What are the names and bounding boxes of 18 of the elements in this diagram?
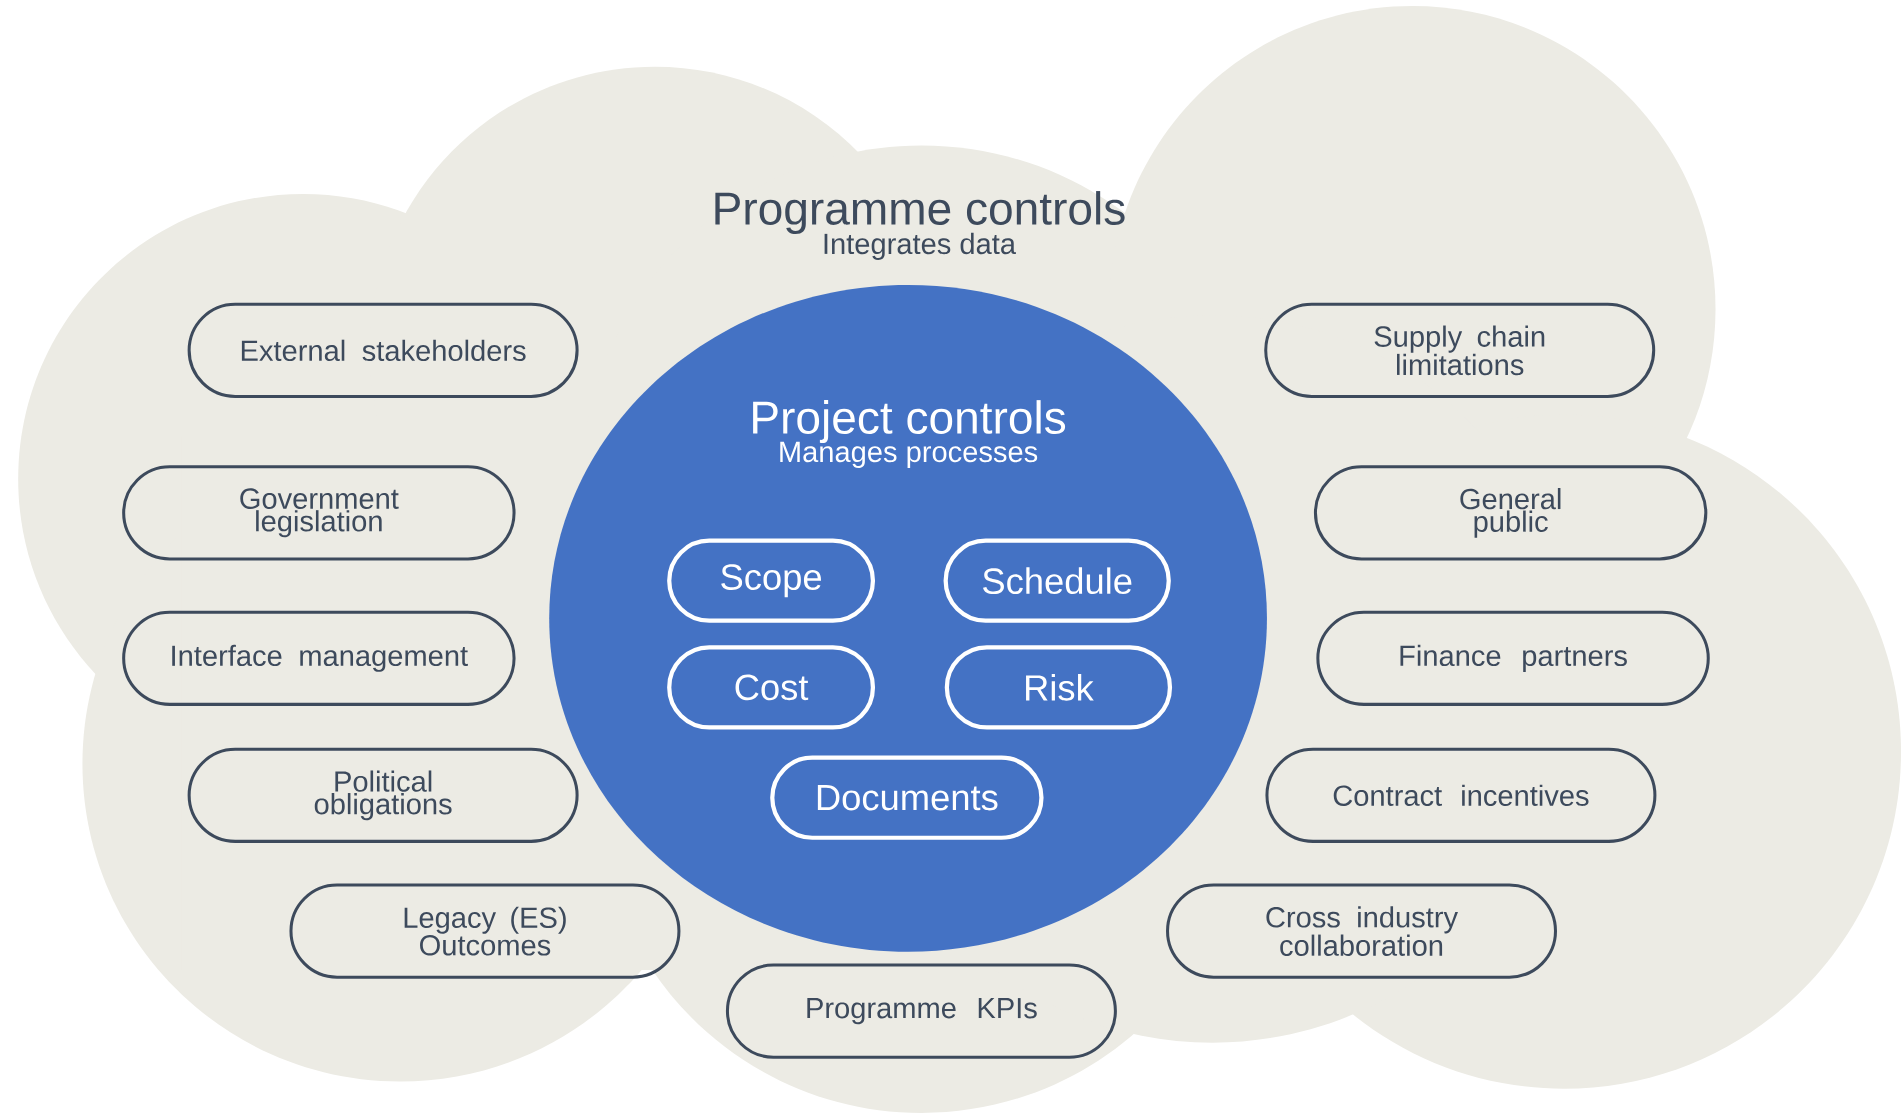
pill-box: Programme KPIs xyxy=(725,963,1117,1059)
pill-box: Scope xyxy=(667,538,876,623)
pill-box: General public xyxy=(1313,465,1708,561)
pill-box: Political obligations xyxy=(187,747,579,843)
pill-box: External stakeholders xyxy=(187,302,579,398)
pill-box: Supply chain limitations xyxy=(1264,302,1656,398)
pill-box: Cross industry collaboration xyxy=(1166,883,1557,979)
pill-box: Cost xyxy=(667,645,876,730)
pill-box: Finance partners xyxy=(1316,610,1710,706)
node-label: Integrates data xyxy=(824,232,1017,260)
pill-box: Contract incentives xyxy=(1265,747,1657,843)
pill-box: Government legislation xyxy=(122,465,516,561)
pill-box: Risk xyxy=(944,645,1173,730)
pill-box: Schedule xyxy=(943,538,1171,623)
pill-box: Legacy (ES) Outcomes xyxy=(289,883,681,979)
pill-box: Interface management xyxy=(122,610,516,706)
node-label: Programme controls xyxy=(715,190,1125,234)
pill-box: Documents xyxy=(770,755,1044,840)
